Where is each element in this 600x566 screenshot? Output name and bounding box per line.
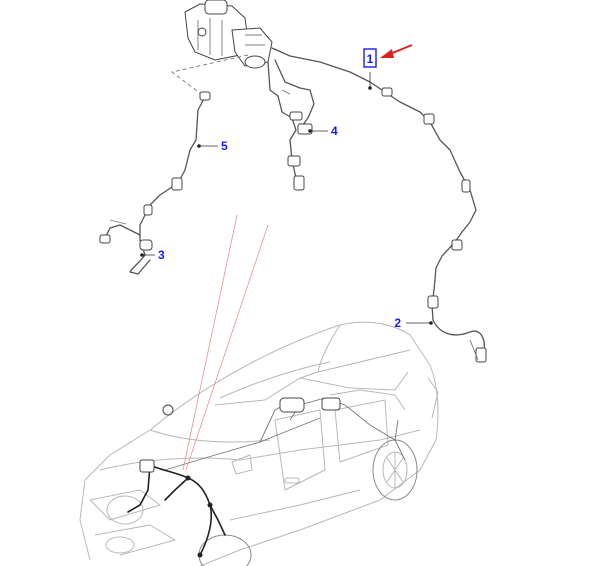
front-harness (127, 459, 226, 558)
section-leader-lines (182, 214, 269, 471)
callout-2-label: 2 (394, 316, 401, 330)
callout-5-group: 5 (197, 139, 228, 153)
callout-5-label: 5 (221, 139, 228, 153)
callout-1-group: 1 (363, 44, 413, 90)
callout-3-group: 3 (140, 248, 165, 262)
front-left-brake-pipe (99, 54, 249, 275)
callout-4-label: 4 (331, 124, 338, 138)
center-brake-pipe (267, 59, 315, 191)
callout-1-highlight-box (363, 48, 377, 68)
callout-4-group: 4 (308, 124, 338, 138)
callout-3-label: 3 (158, 248, 165, 262)
pointer-arrow-icon (380, 44, 413, 58)
callout-1-label: 1 (367, 52, 374, 66)
vehicle-outline (79, 321, 439, 566)
vehicle-brake-lines (162, 397, 406, 471)
callout-2-group: 2 (394, 316, 433, 330)
brake-master-cylinder (184, 0, 273, 69)
rear-brake-pipe (271, 47, 487, 363)
